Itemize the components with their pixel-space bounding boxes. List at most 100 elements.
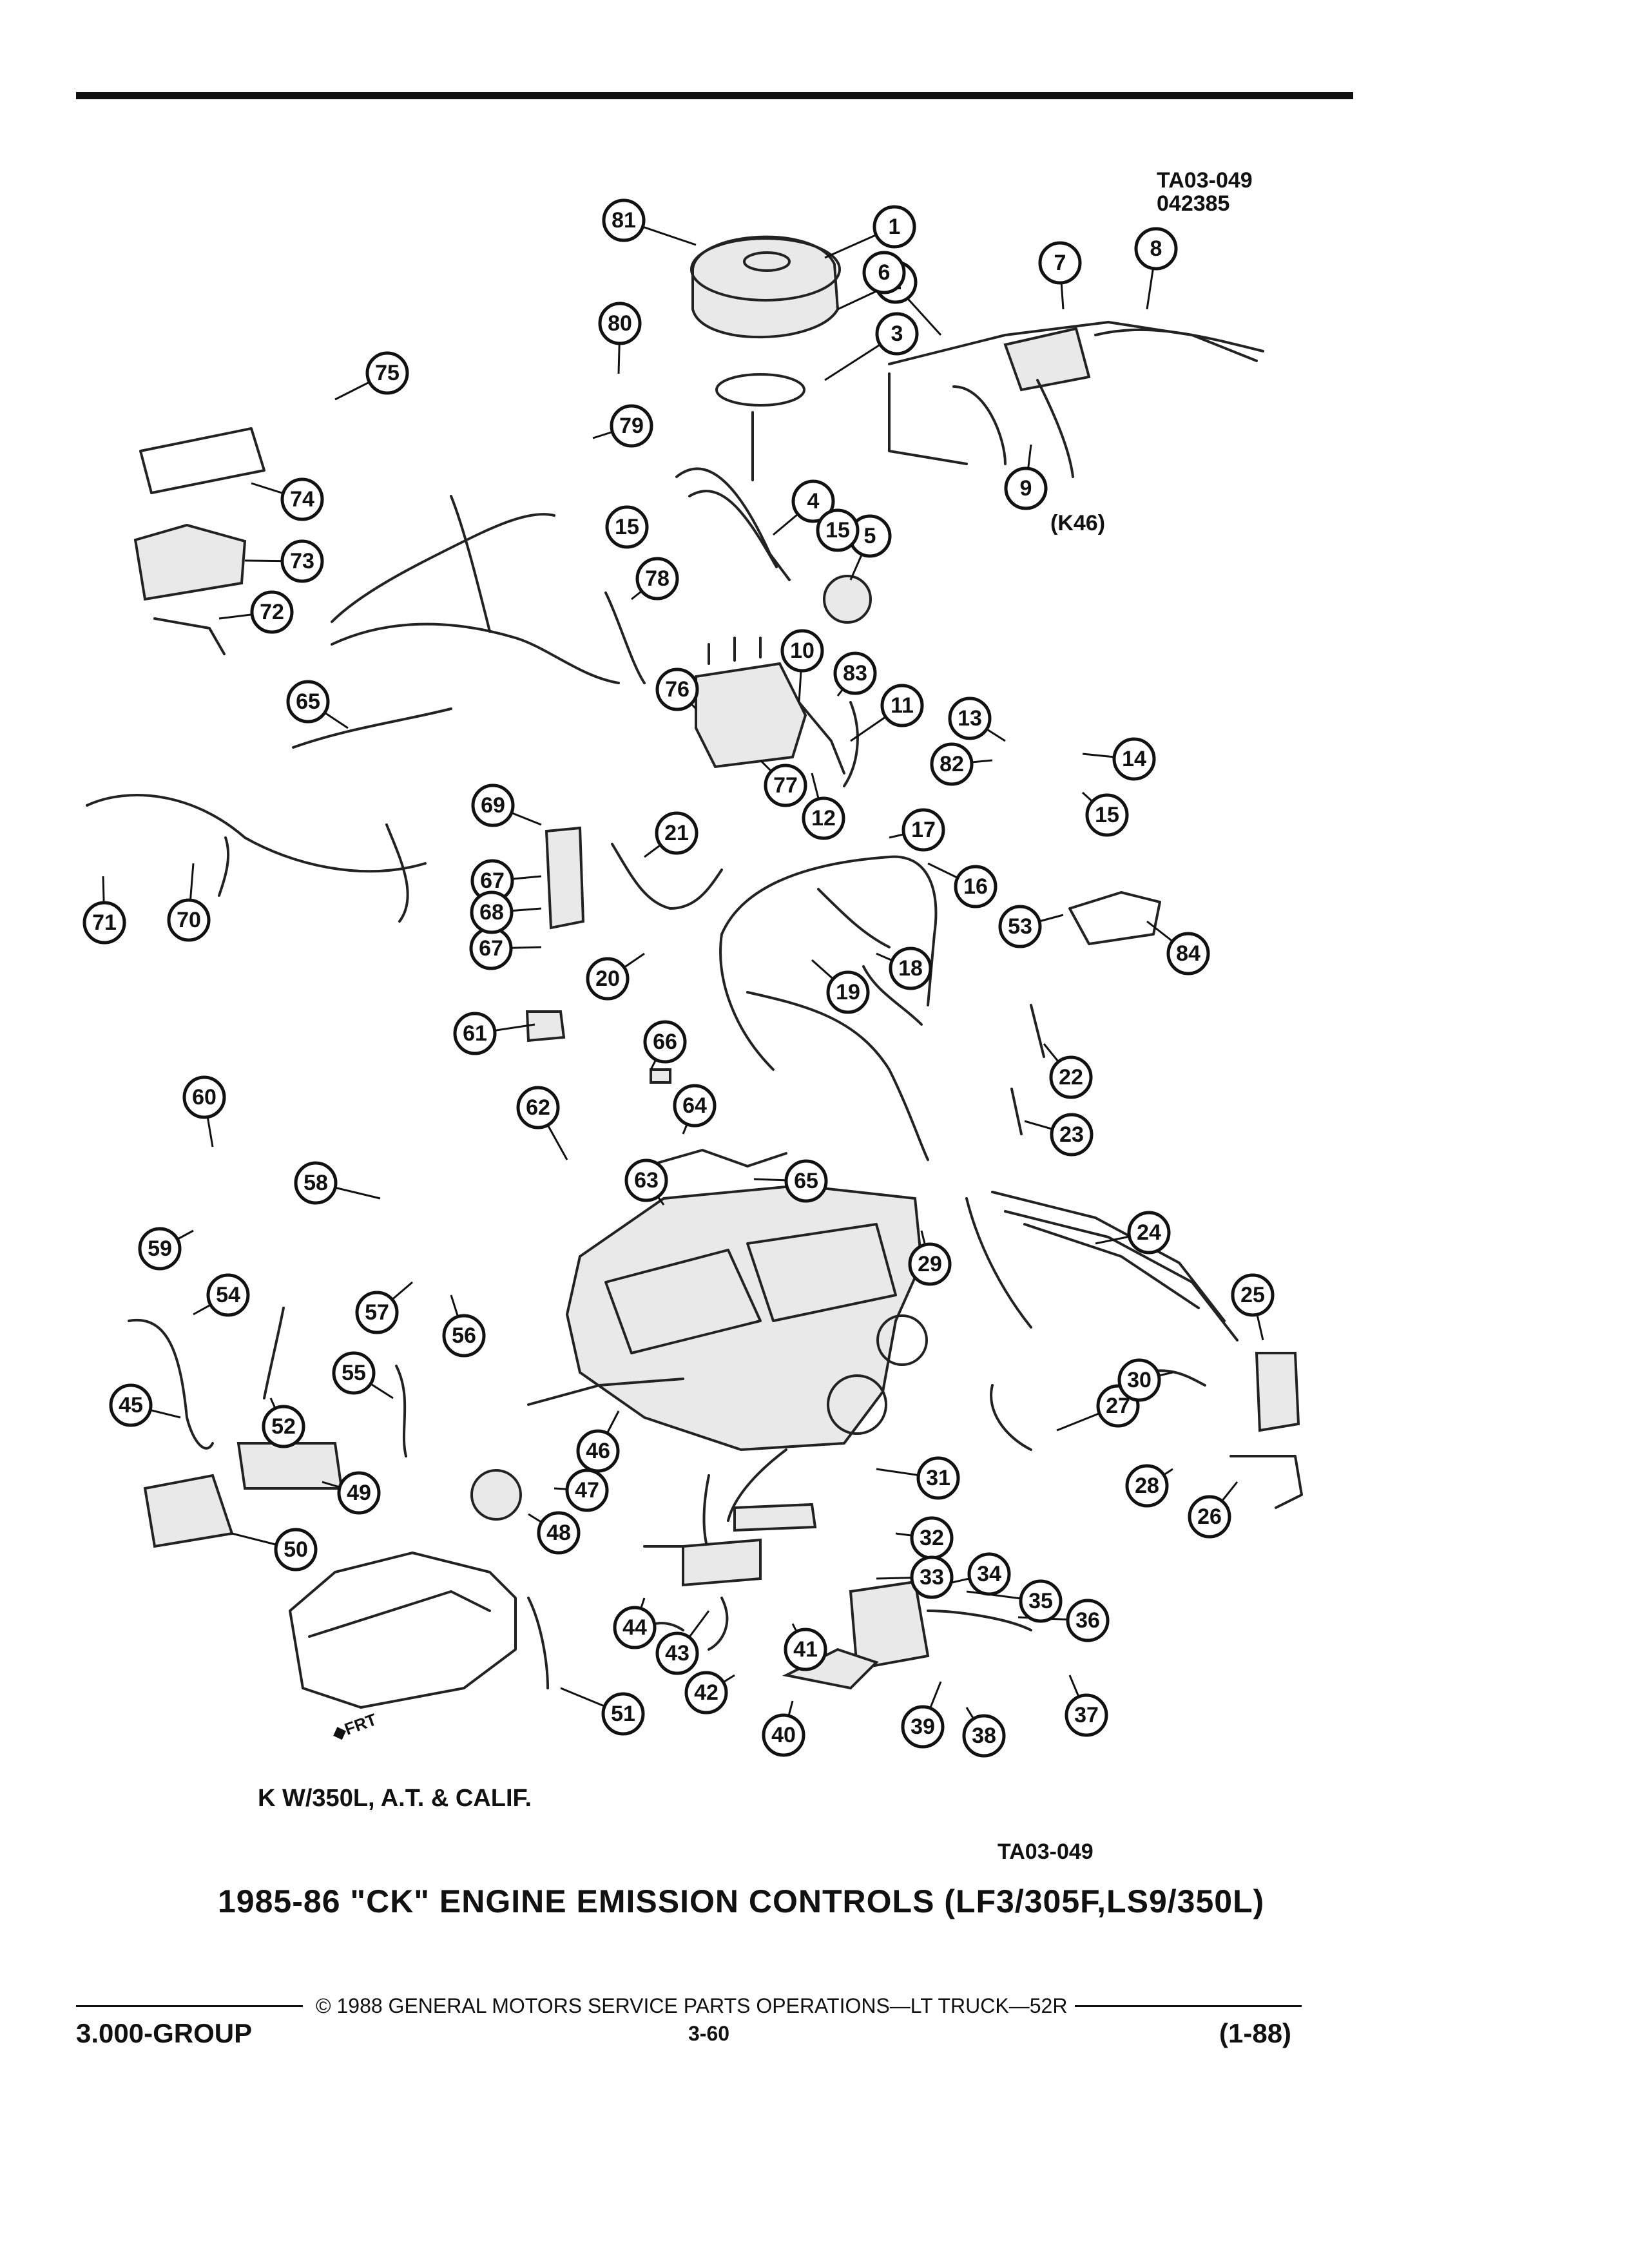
callout-number: 67 [480, 869, 505, 893]
callout-bubble [537, 1511, 581, 1555]
callout-number: 39 [911, 1715, 935, 1739]
callout-38: 38 [962, 1714, 1006, 1758]
callout-number: 73 [290, 549, 314, 573]
figure-ref-top: TA03-049 042385 [1157, 169, 1253, 215]
callout-number: 49 [347, 1481, 371, 1505]
callout-number: 4 [807, 489, 820, 514]
callout-number: 43 [665, 1641, 689, 1666]
callout-bubble [1117, 1358, 1161, 1402]
callout-number: 66 [653, 1030, 677, 1054]
callout-bubble [1066, 1599, 1110, 1642]
callout-number: 38 [972, 1724, 996, 1748]
callout-74: 74 [280, 477, 324, 521]
callout-bubble [602, 198, 646, 242]
callout-bubble [762, 1713, 805, 1757]
callout-bubble [453, 1012, 497, 1055]
top-rule [76, 92, 1353, 99]
callout-51: 51 [601, 1692, 645, 1736]
callout-35: 35 [1019, 1579, 1063, 1623]
callout-number: 9 [1020, 476, 1032, 501]
callout-15: 15 [1085, 793, 1129, 837]
callout-number: 32 [920, 1526, 944, 1550]
callout-59: 59 [138, 1227, 182, 1271]
callout-bubble [802, 796, 845, 840]
callout-66: 66 [643, 1020, 687, 1064]
callout-14: 14 [1112, 737, 1156, 781]
callout-42: 42 [684, 1671, 728, 1715]
callout-bubble [1038, 241, 1082, 285]
callout-25: 25 [1231, 1273, 1275, 1317]
callout-number: 69 [481, 793, 505, 818]
callout-bubble [182, 1075, 226, 1119]
callout-bubble [908, 1242, 952, 1286]
callout-bubble [280, 539, 324, 583]
callout-number: 10 [790, 639, 815, 663]
callout-60: 60 [182, 1075, 226, 1119]
front-direction-label: ◆FRT [329, 1709, 380, 1744]
callout-8: 8 [1134, 227, 1178, 271]
callout-bubble [337, 1471, 381, 1515]
callout-number: 37 [1074, 1703, 1099, 1727]
footer-group: 3.000-GROUP [76, 2018, 253, 2048]
callout-number: 15 [615, 515, 639, 539]
center-components-illustration [525, 637, 1161, 1168]
callout-bubble [576, 1429, 620, 1473]
callout-bubble [826, 970, 870, 1014]
callout-number: 44 [622, 1615, 647, 1640]
callout-number: 68 [479, 900, 504, 925]
callout-bubble [962, 1714, 1006, 1758]
callout-bubble [109, 1383, 153, 1427]
callout-3: 3 [875, 312, 919, 356]
callout-26: 26 [1188, 1495, 1231, 1539]
callout-57: 57 [355, 1291, 399, 1334]
callout-18: 18 [889, 947, 932, 990]
callout-bubble [1112, 737, 1156, 781]
callout-number: 79 [619, 414, 644, 438]
callout-number: 52 [271, 1414, 296, 1439]
callout-bubble [901, 1705, 945, 1749]
callout-7: 7 [1038, 241, 1082, 285]
callout-number: 21 [664, 821, 689, 845]
callout-bubble [967, 1552, 1011, 1596]
callout-bubble [1125, 1464, 1169, 1508]
callout-52: 52 [262, 1405, 305, 1448]
callout-number: 76 [665, 677, 689, 702]
callout-bubble [286, 680, 330, 724]
callout-bubble [605, 505, 649, 549]
callout-19: 19 [826, 970, 870, 1014]
callout-number: 36 [1075, 1608, 1100, 1633]
callout-79: 79 [610, 404, 653, 448]
callout-32: 32 [910, 1516, 954, 1560]
callout-bubble [684, 1671, 728, 1715]
callout-15: 15 [816, 508, 860, 552]
callout-number: 50 [284, 1537, 308, 1562]
callout-bubble [294, 1161, 338, 1205]
callout-number: 75 [375, 361, 400, 385]
figure-ref-top-code: TA03-049 [1157, 168, 1253, 193]
callout-55: 55 [332, 1351, 376, 1395]
callout-70: 70 [167, 898, 211, 942]
callout-number: 61 [463, 1021, 487, 1046]
k46-hose-illustration [888, 321, 1264, 478]
callout-bubble [1231, 1273, 1275, 1317]
callout-number: 42 [694, 1680, 718, 1705]
callout-number: 11 [891, 693, 914, 718]
k46-label: (K46) [1050, 511, 1106, 535]
callout-75: 75 [365, 351, 409, 395]
callout-13: 13 [948, 697, 992, 740]
callout-67: 67 [469, 927, 513, 970]
callout-number: 17 [911, 818, 936, 842]
callout-68: 68 [470, 890, 514, 934]
callout-number: 16 [963, 874, 988, 899]
callout-bubble [1049, 1055, 1093, 1099]
callout-58: 58 [294, 1161, 338, 1205]
callout-31: 31 [916, 1456, 960, 1500]
callout-number: 15 [1095, 803, 1119, 827]
callout-64: 64 [673, 1084, 717, 1128]
callout-number: 83 [843, 661, 867, 686]
callout-69: 69 [471, 783, 515, 827]
callout-number: 74 [290, 487, 314, 512]
callout-bubble [1085, 793, 1129, 837]
callout-number: 82 [940, 752, 964, 776]
callout-39: 39 [901, 1705, 945, 1749]
